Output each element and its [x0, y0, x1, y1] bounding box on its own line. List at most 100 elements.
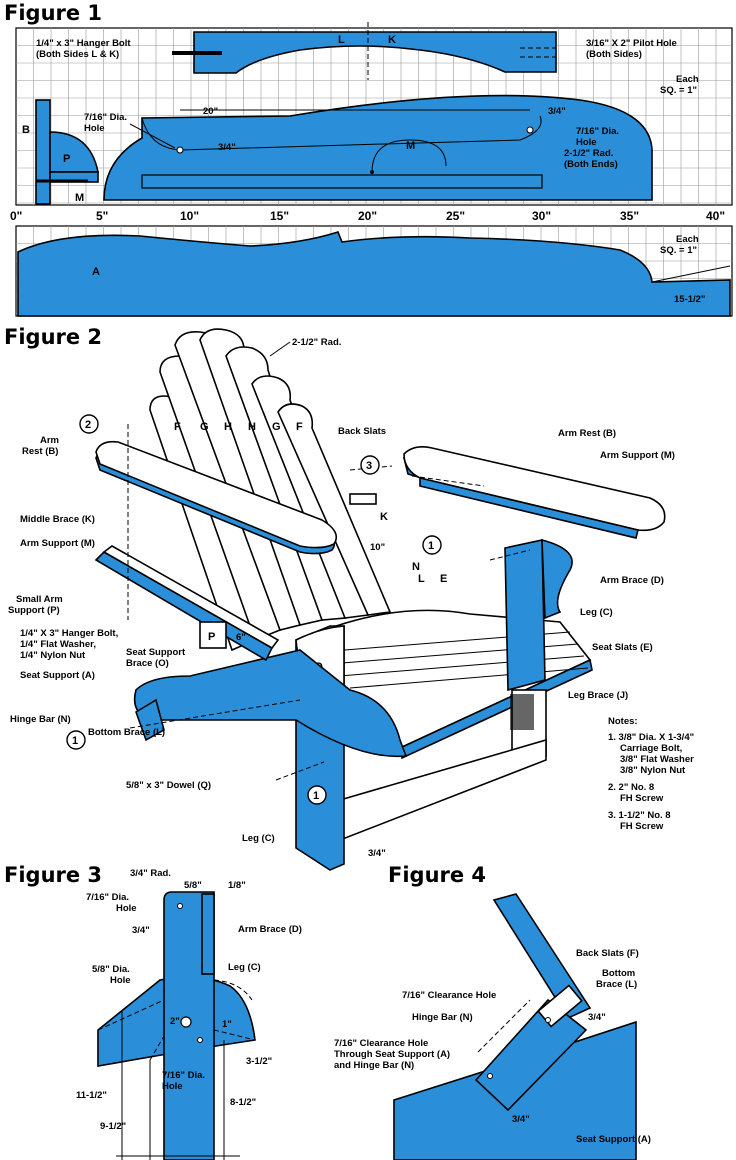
note-1-line-2: Carriage Bolt,	[620, 743, 682, 754]
fig3-dia-hole-top-2: Hole	[116, 903, 137, 914]
arm-support-right-label: Arm Support (M)	[600, 450, 675, 461]
fig3-dim-1112-label: 11-1/2"	[76, 1090, 107, 1101]
part-label-p: P	[208, 631, 215, 643]
part-label-n: N	[412, 561, 420, 573]
slat-letter: G	[200, 421, 209, 433]
callout-1-bottom: 1	[307, 785, 327, 805]
rad-label: 2-1/2" Rad.	[292, 337, 341, 348]
notes-title: Notes:	[608, 716, 638, 727]
part-label-l: L	[338, 34, 345, 46]
part-label-b: B	[22, 124, 30, 136]
dim-20-label: 20"	[203, 106, 218, 117]
part-label-k: K	[388, 34, 396, 46]
notes: Notes: 1. 3/8" Dia. X 1-3/4" Carriage Bo…	[608, 716, 694, 832]
axis-tick: 0"	[10, 209, 22, 223]
fig3-dim-18-label: 1/8"	[228, 880, 246, 891]
dim-34-left-label: 3/4"	[218, 142, 236, 153]
each-sq-label-2: SQ. = 1"	[660, 85, 697, 96]
figure-1-axis: 0" 5" 10" 15" 20" 25" 30" 35" 40"	[10, 209, 725, 223]
fig4-dim-34-bottom-label: 3/4"	[512, 1114, 530, 1125]
arm-brace-d	[201, 893, 215, 975]
hanger-bolt-label-2: (Both Sides L & K)	[36, 49, 119, 60]
part-label-e: E	[440, 573, 447, 585]
dia-hole-right-1: 7/16" Dia.	[576, 126, 619, 137]
pilot-hole-label-2: (Both Sides)	[586, 49, 642, 60]
seat-support-brace-label-2: Brace (O)	[126, 658, 169, 669]
fig3-dim-34-label: 3/4"	[132, 925, 150, 936]
figure-3-title: Figure 3	[4, 863, 102, 887]
bottom-brace-l	[537, 984, 583, 1028]
callout-3: 3	[360, 455, 380, 475]
arm-brace-right	[541, 538, 573, 620]
each-sq-2-label-1: Each	[676, 234, 699, 245]
hinge-bar-label: Hinge Bar (N)	[10, 714, 71, 725]
svg-text:1: 1	[428, 540, 434, 552]
dowel-label: 5/8" x 3" Dowel (Q)	[126, 780, 211, 791]
axis-tick: 25"	[446, 209, 465, 223]
dim-10-label: 10"	[370, 542, 385, 553]
note-1-line-3: 3/8" Flat Washer	[620, 754, 694, 765]
slat-letter: H	[224, 421, 232, 433]
arm-rest-left-label-1: Arm	[40, 435, 59, 446]
figure-4-drawing	[393, 893, 637, 1160]
seat-support-label: Seat Support (A)	[20, 670, 95, 681]
small-arm-support-label-2: Support (P)	[8, 605, 60, 616]
fig3-dia-58-1: 5/8" Dia.	[92, 964, 130, 975]
fig4-bottom-brace-label-1: Bottom	[602, 968, 635, 979]
fig3-dim-312-label: 3-1/2"	[246, 1056, 272, 1067]
callout-1-top: 1	[422, 535, 442, 555]
hanger-bolt-label-1: 1/4" x 3" Hanger Bolt	[36, 38, 131, 49]
dim-34-label: 3/4"	[368, 848, 386, 859]
part-m	[103, 94, 653, 201]
fig3-dia-hole-bottom-2: Hole	[162, 1081, 183, 1092]
fig4-clearance-through-3: and Hinge Bar (N)	[334, 1060, 414, 1071]
chair-assembly: F G H H G F D P	[94, 328, 666, 871]
fig3-rad-label: 3/4" Rad.	[130, 868, 171, 879]
leg-brace-shadow	[510, 694, 534, 730]
figure-2-title: Figure 2	[4, 325, 102, 349]
leg-brace-label: Leg Brace (J)	[568, 690, 628, 701]
small-arm-support	[199, 621, 227, 649]
arm-rest-left-label-2: Rest (B)	[22, 446, 58, 457]
middle-brace	[349, 493, 377, 505]
fig4-hinge-bar-label: Hinge Bar (N)	[412, 1012, 473, 1023]
fig4-clearance-through-2: Through Seat Support (A)	[334, 1049, 450, 1060]
callout-1-left: 1	[66, 730, 86, 750]
axis-tick: 10"	[180, 209, 199, 223]
fig4-seat-support-label: Seat Support (A)	[576, 1134, 651, 1145]
part-b	[35, 99, 51, 205]
slat-letter: G	[272, 421, 281, 433]
svg-text:1: 1	[313, 790, 319, 802]
note-3-line-2: FH Screw	[620, 821, 664, 832]
fig3-dim-812-label: 8-1/2"	[230, 1097, 256, 1108]
svg-text:3: 3	[366, 460, 372, 472]
dim-6-label: 6"	[236, 632, 246, 643]
note-1-line-1: 1. 3/8" Dia. X 1-3/4"	[608, 732, 694, 743]
fig4-clearance-through-1: 7/16" Clearance Hole	[334, 1038, 428, 1049]
note-2-line-1: 2. 2" No. 8	[608, 782, 654, 793]
svg-text:2: 2	[85, 419, 91, 431]
top-hole	[177, 903, 183, 909]
middle-brace-label: Middle Brace (K)	[20, 514, 95, 525]
figure-4-title: Figure 4	[388, 863, 486, 887]
right-leg	[504, 539, 546, 692]
fig3-dim-58-label: 5/8"	[184, 880, 202, 891]
fig3-leg-label: Leg (C)	[228, 962, 261, 973]
axis-tick: 15"	[270, 209, 289, 223]
note-3-line-1: 3. 1-1/2" No. 8	[608, 810, 671, 821]
part-label-a: A	[92, 266, 100, 278]
each-sq-label-1: Each	[676, 74, 699, 85]
fig4-back-slats-label: Back Slats (F)	[576, 948, 639, 959]
fig3-dia-hole-top-1: 7/16" Dia.	[86, 892, 129, 903]
hanger-bolt-label-3: 1/4" Nylon Nut	[20, 650, 86, 661]
hole-right	[526, 126, 534, 134]
arm-support-left-label: Arm Support (M)	[20, 538, 95, 549]
seat-slats-label: Seat Slats (E)	[592, 642, 653, 653]
slat-letter: H	[248, 421, 256, 433]
rad-both-ends-1: 2-1/2" Rad.	[564, 148, 613, 159]
callout-2: 2	[79, 414, 99, 434]
dim-15-12-label: 15-1/2"	[674, 294, 705, 305]
leg-left-label: Leg (C)	[242, 833, 275, 844]
